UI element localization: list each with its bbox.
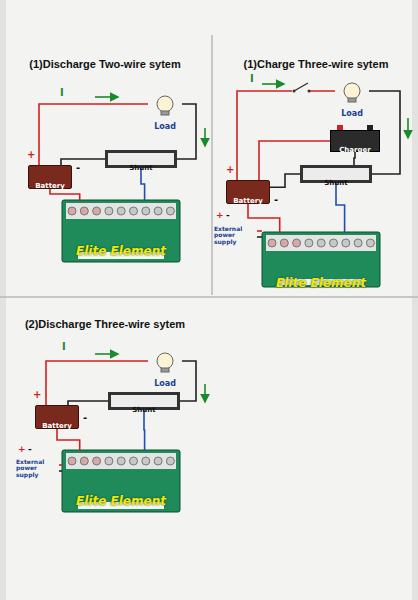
terminal-screw — [166, 207, 174, 215]
polarity-sign: - — [76, 163, 80, 174]
terminal-screw — [105, 457, 113, 465]
panel-heading: (1)Discharge Two-wire sytem — [0, 58, 210, 70]
terminal-screw — [317, 239, 325, 247]
paper-edge — [412, 0, 418, 600]
wire — [141, 168, 145, 200]
bulb-symbol — [157, 83, 360, 372]
meter-board — [62, 200, 380, 512]
terminal-screw — [366, 239, 374, 247]
terminal-screw — [142, 207, 150, 215]
terminal-screw — [80, 457, 88, 465]
terminal-screw — [330, 239, 338, 247]
polarity-sign: + — [18, 445, 26, 454]
battery-box: Battery — [226, 180, 270, 204]
terminal-screw — [166, 457, 174, 465]
terminal-screw — [68, 207, 76, 215]
terminal-screw — [354, 239, 362, 247]
terminal-screw — [268, 239, 276, 247]
wire — [248, 204, 280, 232]
node-label: Load — [154, 122, 176, 131]
node-label: Load — [341, 109, 363, 118]
wire — [180, 361, 196, 401]
charger-box: Charger — [330, 130, 380, 152]
node-label: Load — [154, 379, 176, 388]
node-label: Elite Element — [76, 494, 166, 508]
supply-label: External power supply — [16, 459, 58, 478]
terminal-screw — [80, 207, 88, 215]
load-lamp: Load — [148, 95, 182, 131]
terminal-screw — [280, 239, 288, 247]
terminal-screw — [342, 239, 350, 247]
current-symbol: I — [60, 88, 64, 99]
paper-edge — [0, 0, 6, 600]
terminal-screw — [305, 239, 313, 247]
diagram-panel: (1)Charge Three-wire sytemLoadChargerBat… — [214, 40, 418, 295]
terminal-screw — [105, 207, 113, 215]
supply-label: External power supply — [214, 226, 256, 245]
current-symbol: I — [250, 74, 254, 85]
terminal-screws — [68, 207, 374, 465]
wire — [50, 189, 80, 200]
shunt-box: Shunt — [108, 392, 180, 410]
wire — [270, 174, 300, 187]
polarity-sign: + — [226, 165, 234, 176]
fold-line — [0, 296, 418, 298]
node-label: Elite Element — [276, 276, 366, 290]
panel-heading: (2)Discharge Three-wire sytem — [0, 318, 210, 330]
battery-box: Battery — [35, 405, 79, 429]
meter-board-label: Elite Element — [62, 450, 180, 512]
node-label: Elite Element — [76, 244, 166, 258]
wire — [143, 410, 145, 450]
polarity-sign: - — [83, 413, 87, 424]
polarity-sign: - — [28, 445, 32, 454]
fold-line — [211, 35, 213, 295]
diagram-panel: (1)Discharge Two-wire sytemLoadBattery Sh… — [0, 40, 210, 295]
node-label: Battery — [233, 197, 263, 205]
node-label: Shunt — [132, 407, 155, 414]
terminal-screw — [154, 207, 162, 215]
load-lamp: Load — [148, 352, 182, 388]
terminal-screw — [117, 207, 125, 215]
terminal-screw — [93, 457, 101, 465]
terminal-screw — [130, 207, 138, 215]
node-label: Charger — [339, 146, 371, 154]
node-label: Battery — [35, 182, 65, 190]
terminal-screw — [293, 239, 301, 247]
panel-heading: (1)Charge Three-wire sytem — [214, 58, 418, 70]
supply-wire — [59, 231, 262, 471]
shunt-box: Shunt — [300, 165, 372, 183]
terminal-screw — [154, 457, 162, 465]
battery-box: Battery — [28, 165, 72, 189]
current-symbol: I — [62, 342, 66, 353]
node-label: Battery — [42, 422, 72, 430]
terminal-screw — [117, 457, 125, 465]
meter-board-label: Elite Element — [262, 232, 380, 287]
wire — [57, 429, 80, 450]
node-label: Shunt — [324, 180, 347, 187]
polarity-sign: - — [274, 195, 278, 206]
terminal-screw — [68, 457, 76, 465]
terminal-screw — [93, 207, 101, 215]
polarity-sign: + — [33, 390, 41, 401]
terminal-screw — [142, 457, 150, 465]
current-arrow — [95, 84, 408, 402]
load-lamp: Load — [335, 82, 369, 118]
node-label: Shunt — [129, 165, 152, 172]
polarity-sign: + — [216, 211, 224, 220]
polarity-sign: - — [226, 211, 230, 220]
shunt-box: Shunt — [105, 150, 177, 168]
wire — [336, 183, 345, 232]
meter-board-label: Elite Element — [62, 200, 180, 262]
terminal-screw — [130, 457, 138, 465]
polarity-sign: + — [27, 150, 35, 161]
wire — [177, 104, 196, 159]
